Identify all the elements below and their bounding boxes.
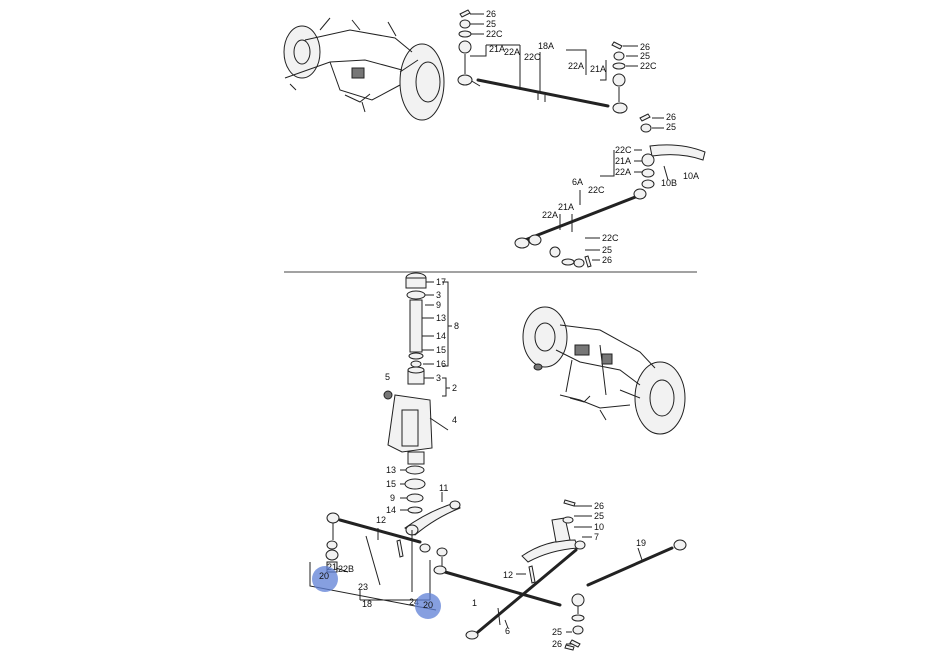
callout-21A: 21A [489,44,505,54]
callout-25: 25 [552,627,562,637]
callout-26: 26 [666,112,676,122]
callout-22C: 22C [615,145,632,155]
callout-6: 6 [505,626,510,636]
callout-18A: 18A [538,41,554,51]
callout-2: 2 [452,383,457,393]
front-axle-illustration [283,17,445,121]
callout-23: 23 [358,582,368,592]
callout-6A: 6A [572,177,583,187]
callout-26: 26 [552,639,562,649]
callout-9: 9 [436,300,441,310]
callout-26: 26 [486,9,496,19]
callout-22C: 22C [486,29,503,39]
callout-25: 25 [640,51,650,61]
callout-22A: 22A [504,47,520,57]
callout-12: 12 [503,570,513,580]
callout-14: 14 [436,331,446,341]
callout-5: 5 [385,372,390,382]
callout-26: 26 [602,255,612,265]
callout-1: 1 [472,598,477,608]
callout-22A: 22A [568,61,584,71]
callout-22B: 22B [338,564,354,574]
callout-10A: 10A [683,171,699,181]
tie-rod-6A-assembly: 26 25 22C 21A 22A 10B 10A 6A 22C 21A 22A [514,112,706,268]
callout-8: 8 [454,321,459,331]
callout-25: 25 [602,245,612,255]
callout-15: 15 [436,345,446,355]
callout-21A: 21A [558,202,574,212]
callout-14: 14 [386,505,396,515]
callout-22A: 22A [542,210,558,220]
callout-24: 24 [409,597,419,607]
callout-22C: 22C [524,52,541,62]
callout-25: 25 [594,511,604,521]
callout-22C: 22C [588,185,605,195]
callout-10: 10 [594,522,604,532]
callout-18: 18 [362,599,372,609]
idler-arm-bracket-assembly: 17 3 9 13 8 14 15 16 5 3 2 4 13 15 9 14 [383,272,459,515]
callout-13: 13 [436,313,446,323]
callout-20: 20 [319,571,329,581]
callout-7: 7 [594,532,599,542]
tie-rod-18A-assembly: 26 25 22C 21A 22A 22C 18A 26 25 22C 22A … [457,9,657,114]
callout-21: 21 [327,562,337,572]
callout-15: 15 [386,479,396,489]
callout-21A: 21A [590,64,606,74]
highlight-circle [415,593,441,619]
callout-10B: 10B [661,178,677,188]
callout-25: 25 [486,19,496,29]
callout-22C: 22C [640,61,657,71]
callout-12: 12 [376,515,386,525]
callout-13: 13 [386,465,396,475]
steering-linkage-assembly: 11 12 26 25 10 7 19 21 22B 23 18 24 12 1… [309,483,687,651]
callout-3: 3 [436,373,441,383]
callout-21A: 21A [615,156,631,166]
callout-16: 16 [436,359,446,369]
suspension-illustration [522,306,686,435]
callout-22C: 22C [602,233,619,243]
callout-9: 9 [390,493,395,503]
callout-26: 26 [594,501,604,511]
callout-20: 20 [423,600,433,610]
highlight-circle [312,566,338,592]
callout-22A: 22A [615,167,631,177]
callout-19: 19 [636,538,646,548]
callout-4: 4 [452,415,457,425]
callout-17: 17 [436,277,446,287]
callout-11: 11 [439,483,448,493]
callout-3: 3 [436,290,441,300]
callout-26: 26 [640,42,650,52]
callout-25: 25 [666,122,676,132]
